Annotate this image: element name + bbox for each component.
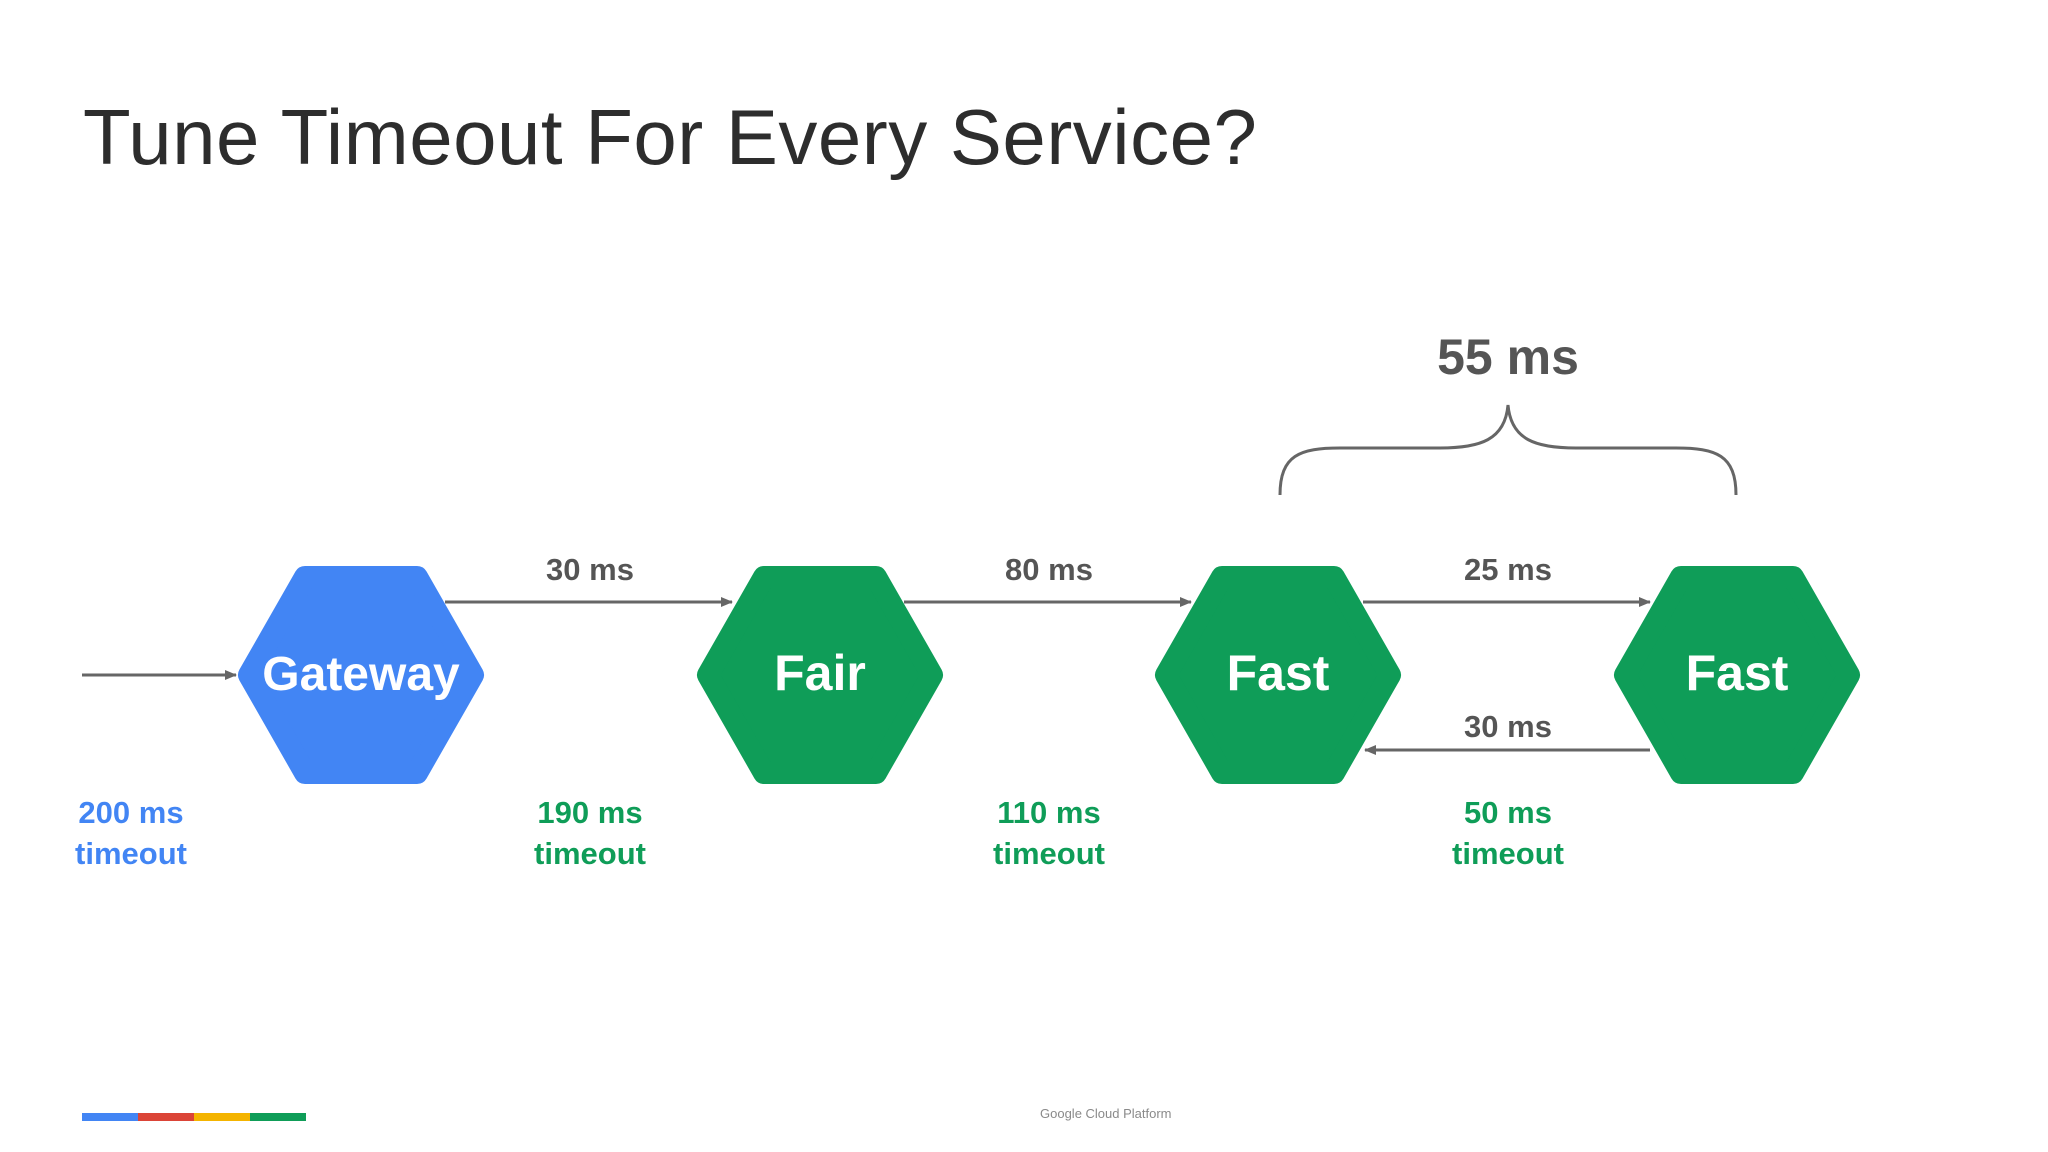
slide-title: Tune Timeout For Every Service? [83, 93, 1258, 181]
timeout-word: timeout [993, 836, 1105, 871]
edge-latency-label: 30 ms [1464, 709, 1552, 744]
node-label: Fair [774, 645, 866, 701]
timeout-word: timeout [75, 836, 187, 871]
node-fair: Fair [697, 566, 943, 784]
node-gateway: Gateway [238, 566, 484, 784]
node-fast-1: Fast [1155, 566, 1401, 784]
timeout-gateway: 200 ms timeout [75, 795, 187, 871]
timeout-fast-1: 110 ms timeout [993, 795, 1105, 871]
brand-bar-blue [82, 1113, 138, 1121]
brand-bar-green [250, 1113, 306, 1121]
brand-bar-red [138, 1113, 194, 1121]
timeout-fast-2: 50 ms timeout [1452, 795, 1564, 871]
node-fast-2: Fast [1614, 566, 1860, 784]
node-label: Fast [1227, 645, 1330, 701]
edge-latency-label: 30 ms [546, 552, 634, 587]
timeout-value: 50 ms [1464, 795, 1552, 830]
timeout-word: timeout [534, 836, 646, 871]
timeout-word: timeout [1452, 836, 1564, 871]
timeout-value: 110 ms [997, 795, 1100, 830]
curly-brace [1278, 404, 1738, 496]
brace-label: 55 ms [1437, 329, 1579, 385]
brand-color-bar [82, 1113, 306, 1121]
edge-latency-label: 80 ms [1005, 552, 1093, 587]
timeout-value: 200 ms [78, 795, 183, 830]
node-label: Fast [1686, 645, 1789, 701]
brand-bar-yellow [194, 1113, 250, 1121]
footer-brand: Google Cloud Platform [1040, 1106, 1172, 1121]
node-label: Gateway [262, 648, 460, 701]
edge-latency-label: 25 ms [1464, 552, 1552, 587]
timeout-value: 190 ms [537, 795, 642, 830]
timeout-fair: 190 ms timeout [534, 795, 646, 871]
